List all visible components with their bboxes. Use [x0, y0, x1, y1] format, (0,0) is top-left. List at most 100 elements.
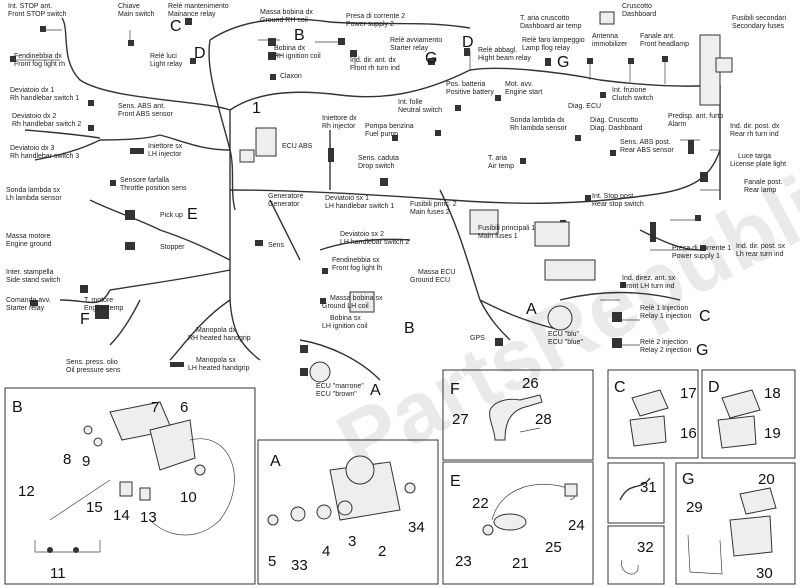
label-diag-dashboard: Diag. Dashboard — [590, 125, 643, 132]
label-hight-beam-relay: Hight beam relay — [478, 55, 531, 62]
ecu-blu — [547, 305, 573, 331]
label-ecu-blue: ECU "blue" — [548, 339, 583, 346]
label-sonda-lambda-dx: Sonda lambda dx — [510, 117, 565, 124]
label-generatore: Generatore — [268, 193, 304, 200]
label-rear-abs-sensor: Rear ABS sensor — [620, 147, 674, 154]
label-rele-luci: Relè luci — [150, 53, 177, 60]
label-fusibili-principali-1: Fusibili principali 1 — [478, 225, 535, 232]
detail-31-num: 31 — [640, 479, 657, 496]
detail-a-num-5: 5 — [268, 553, 276, 570]
label-secondary-fuses: Secondary fuses — [732, 23, 785, 30]
label-t-motore: T. motore — [84, 297, 113, 304]
label-massa-bobina-dx: Massa bobina dx — [260, 9, 313, 16]
label-int-frizione: Int. frizione — [612, 87, 646, 94]
label-sens-abs-post: Sens. ABS post. — [620, 139, 671, 146]
label-starter-relay: Starter relay — [390, 45, 429, 52]
main-fuses-1 — [534, 221, 570, 247]
ecu-abs-module — [255, 127, 277, 157]
main-parts — [239, 11, 733, 383]
label-lh-handlebar-switch-2: LH handlebar switch 2 — [340, 239, 409, 246]
label-engine-temp: Engine temp — [84, 305, 123, 312]
label-fanale-ant: Fanale ant. — [640, 33, 675, 40]
connectors — [10, 18, 708, 376]
label-ind-dir-ant-sx: Ind. direz. ant. sx — [622, 275, 676, 282]
callout-c-top: C — [170, 18, 182, 35]
detail-a-num-4: 4 — [322, 543, 330, 560]
label-throttle-position-sens: Throttle position sens — [120, 185, 187, 192]
harness-wires — [24, 17, 721, 381]
main-labels: Int. STOP ant. Front STOP switch Chiave … — [6, 3, 787, 398]
detail-b-num-11: 11 — [50, 565, 66, 582]
detail-a-num-33: 33 — [291, 557, 308, 574]
label-massa-motore: Massa motore — [6, 233, 50, 240]
label-deviatoio-dx1: Deviatoio dx 1 — [10, 87, 54, 94]
detail-c-letter: C — [614, 379, 626, 396]
label-lh-injector: LH injector — [148, 151, 182, 158]
label-rear-stop-switch: Rear stop switch — [592, 201, 644, 208]
label-light-relay: Light relay — [150, 61, 183, 68]
label-rele2-injection: Relè 2 injection — [640, 339, 688, 346]
detail-a-num-2: 2 — [378, 543, 386, 560]
label-diag-cruscotto: Diag. Cruscotto — [590, 117, 638, 124]
label-front-stop-switch: Front STOP switch — [8, 11, 67, 18]
label-rh-ignition-coil: RH ignition coil — [274, 53, 321, 60]
detail-a-num-34: 34 — [408, 519, 425, 536]
label-lh-handlebar-switch-1: LH handlebar switch 1 — [325, 203, 394, 210]
label-gps: GPS — [470, 335, 485, 342]
label-rele1-injection: Relè 1 Injection — [640, 305, 688, 312]
callout-a-right: A — [526, 301, 537, 318]
label-engine-ground: Engine ground — [6, 241, 52, 248]
detail-g-num-29: 29 — [686, 499, 703, 516]
label-int-stampella: Inter. stampella — [6, 269, 54, 276]
detail-a-num-3: 3 — [348, 533, 356, 550]
label-sens-press-olio: Sens. press. olio — [66, 359, 118, 366]
detail-b-num-13: 13 — [140, 509, 157, 526]
label-lh-lambda-sensor: Lh lambda sensor — [6, 195, 62, 202]
label-immobilizer: immobilizer — [592, 41, 628, 48]
detail-b-num-6: 6 — [180, 399, 188, 416]
label-rele-avviamento: Relè avviamento — [390, 37, 442, 44]
label-diag-ecu: Diag. ECU — [568, 103, 601, 110]
label-mot-avv: Mot. avv. — [505, 81, 533, 88]
label-sonda-lambda-sx: Sonda lambda sx — [6, 187, 61, 194]
label-license-plate-light: License plate light — [730, 161, 786, 168]
label-pompa-benzina: Pompa benzina — [365, 123, 414, 130]
label-manopola-sx: Manopola sx — [196, 357, 236, 364]
label-lh-ignition-coil: LH ignition coil — [322, 323, 368, 330]
label-bobina-dx: Bobina dx — [274, 45, 306, 52]
label-rele-faro-lampeggio: Relè faro lampeggio — [522, 37, 585, 44]
label-predisp-ant-furto: Predisp. ant. furto — [668, 113, 723, 120]
label-mainance-relay: Mainance relay — [168, 11, 216, 18]
label-neutral-switch: Neutral switch — [398, 107, 442, 114]
detail-g-num-30: 30 — [756, 565, 773, 582]
label-iniettore-dx: Iniettore dx — [322, 115, 357, 122]
label-rear-lamp: Rear lamp — [744, 187, 776, 194]
label-presa-corrente-1: Presa di corrente 1 — [672, 245, 731, 252]
label-power-supply-1: Power supply 1 — [672, 253, 720, 260]
callout-b-top: B — [294, 27, 305, 44]
detail-f-num-28: 28 — [535, 411, 552, 428]
detail-d-letter: D — [708, 379, 720, 396]
label-air-temp: Air temp — [488, 163, 514, 170]
label-ground-rh-coil: Ground RH coil — [260, 17, 308, 24]
detail-b-letter: B — [12, 399, 23, 416]
label-claxon: Claxon — [280, 73, 302, 80]
callout-f: F — [80, 311, 90, 328]
label-ecu-marrone: ECU "marrone" — [316, 383, 364, 390]
label-generator: Generator — [268, 201, 300, 208]
detail-f-num-27: 27 — [452, 411, 469, 428]
label-ecu-blu: ECU "blu" — [548, 331, 580, 338]
label-starter-relay-cmd: Starter relay — [6, 305, 45, 312]
label-lh-rear-turn-ind: Lh rear turn ind — [736, 251, 784, 258]
label-presa-corrente-2: Presa di corrente 2 — [346, 13, 405, 20]
detail-b-num-12: 12 — [18, 483, 35, 500]
label-fanale-post: Fanale post. — [744, 179, 783, 186]
detail-c-num-17: 17 — [680, 385, 697, 402]
label-pick-up: Pick up — [160, 212, 183, 219]
label-rh-heated-handgrip: RH heated handgrip — [188, 335, 251, 342]
label-iniettore-sx: Iniettore sx — [148, 143, 183, 150]
detail-e-num-22: 22 — [472, 495, 489, 512]
label-alarm: Alarm — [668, 121, 686, 128]
